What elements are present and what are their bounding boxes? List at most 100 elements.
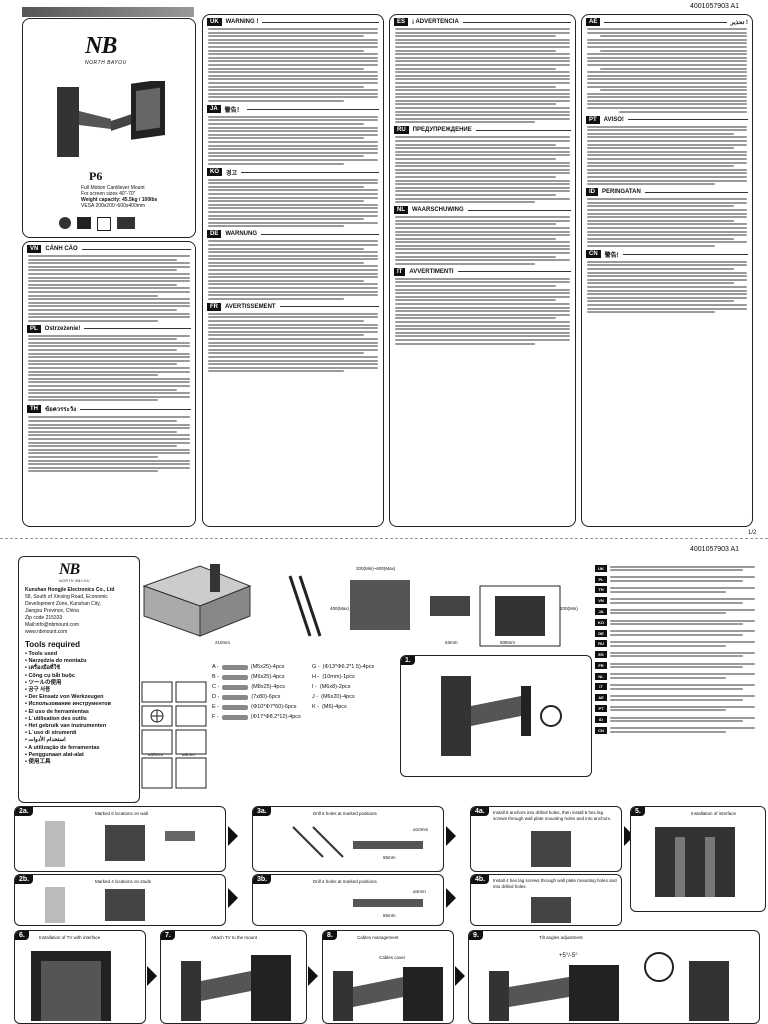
text-block-vn [28,255,190,322]
company-tools-panel: NB NORTH BAYOU Kunshan Hongjie Electroni… [18,556,140,803]
text-block-ko [208,178,378,228]
dim-label-bottom: 508mm [500,640,516,645]
hardware-item: C -(M8x25)-4pcs [212,684,285,690]
certification-marks [59,217,135,231]
tools-list: • Tools used • Narzędzia do montażu • เค… [25,651,112,766]
step-3b-caption: Drill 4 holes at marked positions [313,879,377,884]
lang-row: AE [595,693,755,702]
step-3a-panel: 3a. Drill 6 holes at marked positions 65… [252,806,444,872]
cert-mark-icon [77,217,91,229]
tool-icons: ø10mm ø4mm [140,680,210,800]
text-block-cn [587,260,747,314]
lang-row: PT [595,704,755,713]
dim-label-side: 210mm [215,640,231,645]
step-4a-panel: 4a. Install 6 anchors into drilled holes… [470,806,622,872]
hardware-item: B -(M6x25)-4pcs [212,674,285,680]
step-4b-illustration [531,897,571,923]
page-number: 1/2 [748,530,757,536]
drill-bit-10-label: ø10mm [148,752,164,757]
dim-label-top: 200(Min)~600(Max) [356,566,396,571]
hardware-list: A -(M5x25)-4pcs B -(M6x25)-4pcs C -(M8x2… [212,660,392,785]
drill-bit-4-label: ø4mm [182,752,195,757]
text-block-ru [395,136,570,204]
step-8-caption: Cables management [357,935,399,940]
step-3b-illustration [353,899,423,907]
page-divider [0,538,768,539]
step-5-panel: 5. Installation of interface [630,806,766,912]
cert-mark-icon [59,217,71,229]
lang-row: VN [595,596,755,605]
package-diagram [142,564,561,647]
hardware-item: D -(7x80)-6pcs [212,694,281,700]
step-2b-panel: 2b. Marked 4 locations on studs [14,874,226,926]
text-block-uk [208,28,378,102]
dim-label-depth: 63mm [445,640,458,645]
arrow-right-icon [624,826,634,846]
step-6-panel: 6. Installation of TV with interface [14,930,146,1024]
brand-logo-small: NB NORTH BAYOU [59,561,90,583]
lang-row: FR [595,661,755,670]
step-7-caption: Attach TV to the mount [211,935,257,940]
lang-row: CN [595,726,755,735]
arrow-right-icon [446,826,456,846]
step-6-illustration [31,951,111,1021]
dim-label-left: 400(Max) [330,606,350,611]
lang-row: IT [595,683,755,692]
text-block-ja [208,115,378,165]
step-5-caption: Installation of interface [691,811,737,816]
text-block-ae [587,28,747,113]
step-1-panel: 1. [400,655,592,777]
text-block-de [208,240,378,300]
depth-label: 65mm [383,913,396,918]
arrow-right-icon [455,966,465,986]
arrow-right-icon [446,888,456,908]
drill-diameter-label: ø4mm [413,889,426,894]
cert-mark-icon [97,217,111,231]
step-2a-caption: Marked 6 locations on wall [95,811,149,816]
hardware-item: A -(M5x25)-4pcs [212,664,285,670]
lang-row: PL [595,575,755,584]
dim-label-right: 200(Min) [560,606,578,611]
drill-diameter-label: ø10mm [413,827,429,832]
lang-row: RU [595,639,755,648]
lang-row: DE [595,629,755,638]
text-block-id [587,198,747,247]
lang-row: JA [595,607,755,616]
brand-logo: NB NORTH BAYOU [85,33,195,66]
step-1-illustration [441,676,562,756]
text-block-es [395,28,570,124]
hardware-item: H -(10mm)-1pcs [312,674,355,680]
depth-label: 65mm [383,855,396,860]
text-block-pl [28,334,190,402]
lang-row: KO [595,618,755,627]
hardware-item: I -(M6x8)-2pcs [312,684,351,690]
step-3b-panel: 3b. Drill 4 holes at marked positions 65… [252,874,444,926]
cert-mark-icon [117,217,135,229]
hardware-item: G -(Φ13*Φ6.2*1.5)-4pcs [312,664,375,670]
step-9-panel: 9. Tilt angles adjustment +5°/-5° [468,930,760,1024]
hardware-item: J -(M6x20)-4pcs [312,694,355,700]
arrow-right-icon [228,826,238,846]
step-4b-panel: 4b. Install 4 hex lag screws through wal… [470,874,622,926]
lang-row: TH [595,586,755,595]
step-3a-illustration [292,826,423,858]
hardware-item: K -(M6)-4pcs [312,704,347,710]
company-info: Kunshan Hongjie Electronics Co., Ltd 58,… [25,587,115,635]
cover-panel: NB NORTH BAYOU P6 Full Motion Cantilever… [22,18,196,238]
step-9-caption: Tilt angles adjustment [539,935,583,940]
step-2a-illustration [45,821,195,867]
text-block-fr [208,312,378,373]
